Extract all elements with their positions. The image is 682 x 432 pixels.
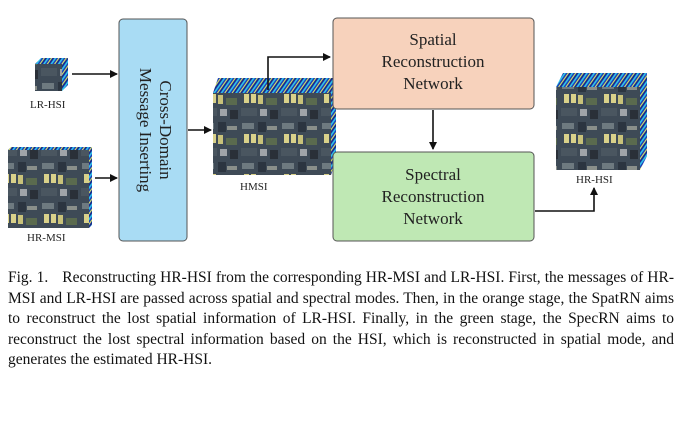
spectral-label-line2: Reconstruction [382,187,485,206]
hr-hsi-cube-icon [556,73,647,170]
spectral-label-line3: Network [403,209,463,228]
cdmi-box [118,18,188,242]
cdmi-label-line1: Cross-Domain [156,80,175,180]
lr-hsi-cube-icon [35,58,68,91]
hmsi-to-spatial-arrow [267,53,331,90]
hr-msi-cube-icon [8,147,92,228]
spatial-label-line1: Spatial [409,30,456,49]
caption-text: Reconstructing HR-HSI from the correspon… [8,269,674,368]
cdmi-label-line2: Message Inserting [136,68,155,193]
pipeline-figure: LR-HSI HR-MSI Cross-Domain Message Inser… [8,17,647,244]
hr-msi-label: HR-MSI [27,232,66,244]
spectral-box [332,151,535,242]
caption-lead: Fig. 1. [8,269,49,286]
lr-hsi-label: LR-HSI [30,99,66,111]
spatial-box [332,17,535,110]
spatial-label-line2: Reconstruction [382,52,485,71]
spectral-label-line1: Spectral [405,165,461,184]
hmsi-cube-icon [213,78,336,175]
hr-hsi-label: HR-HSI [576,174,613,186]
spatial-label-line3: Network [403,74,463,93]
hmsi-label: HMSI [240,181,268,193]
figure-caption: Fig. 1.Reconstructing HR-HSI from the co… [8,268,674,371]
spectral-to-output-arrow [535,187,598,212]
